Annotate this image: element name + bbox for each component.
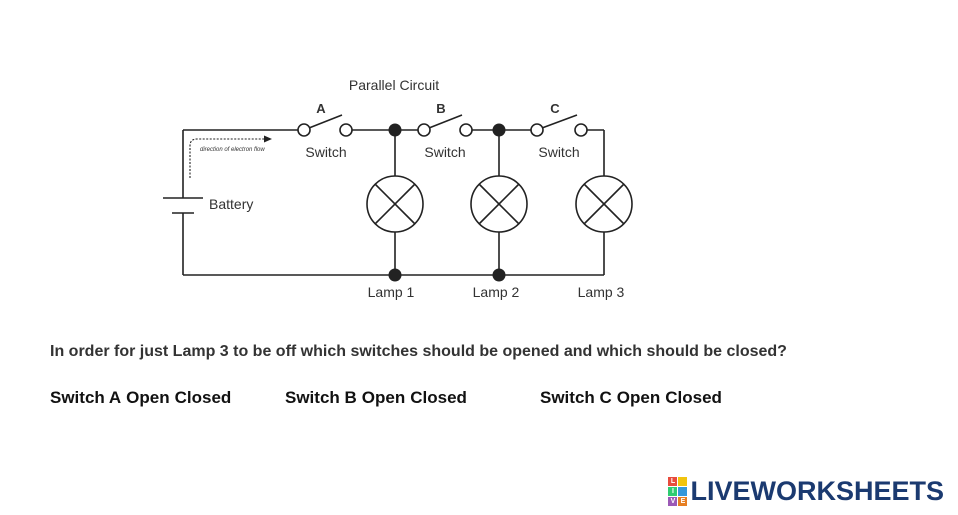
switch-b-open-option[interactable]: Open <box>361 388 406 407</box>
lamp-1-label: Lamp 1 <box>368 284 415 300</box>
answer-row: Switch A Open Closed Switch B Open Close… <box>0 388 958 412</box>
lamp-3-symbol <box>575 175 633 233</box>
logo-text: LIVEWORKSHEETS <box>690 476 944 506</box>
junction-dots <box>388 123 506 282</box>
question-text: In order for just Lamp 3 to be off which… <box>50 343 787 360</box>
switch-a-answer: Switch A Open Closed <box>50 388 231 408</box>
electron-flow-arrow: direction of electron flow <box>189 135 272 178</box>
lamp-2-symbol <box>470 175 528 233</box>
lamp-3-label: Lamp 3 <box>578 284 625 300</box>
switch-a-answer-label: Switch A <box>50 388 122 407</box>
logo-mark-letter-l: L <box>668 477 678 486</box>
switch-c-answer-label: Switch C <box>540 388 612 407</box>
battery-label: Battery <box>209 196 253 212</box>
switch-c-open-option[interactable]: Open <box>616 388 661 407</box>
switch-b: B Switch <box>417 101 473 160</box>
switch-c-answer: Switch C Open Closed <box>540 388 722 408</box>
switch-a-label: Switch <box>305 144 346 160</box>
logo-mark-letter-v: V <box>668 497 678 506</box>
logo-mark-letter-e: E <box>678 497 688 506</box>
switch-a-closed-option[interactable]: Closed <box>174 388 232 407</box>
switch-a-open-option[interactable]: Open <box>126 388 170 407</box>
switch-c-label: Switch <box>538 144 579 160</box>
switch-b-label: Switch <box>424 144 465 160</box>
parallel-circuit-diagram: Parallel Circuit <box>163 77 633 300</box>
switch-a: A Switch <box>297 101 353 160</box>
switch-c-letter: C <box>550 101 560 116</box>
lamp-2-label: Lamp 2 <box>473 284 520 300</box>
switch-c: C Switch <box>530 101 588 160</box>
switch-b-letter: B <box>436 101 445 116</box>
switch-b-answer: Switch B Open Closed <box>285 388 467 408</box>
switch-b-closed-option[interactable]: Closed <box>410 388 467 407</box>
logo-mark-letter-i: I <box>668 487 678 496</box>
switch-c-closed-option[interactable]: Closed <box>665 388 722 407</box>
diagram-title: Parallel Circuit <box>349 77 439 93</box>
switch-b-answer-label: Switch B <box>285 388 357 407</box>
electron-flow-label: direction of electron flow <box>200 147 265 153</box>
liveworksheets-logo: L I V E LIVEWORKSHEETS <box>668 476 944 507</box>
battery-symbol <box>163 197 203 214</box>
logo-mark-icon: L I V E <box>668 477 688 506</box>
switch-a-letter: A <box>316 101 326 116</box>
lamp-1-symbol <box>366 175 424 233</box>
